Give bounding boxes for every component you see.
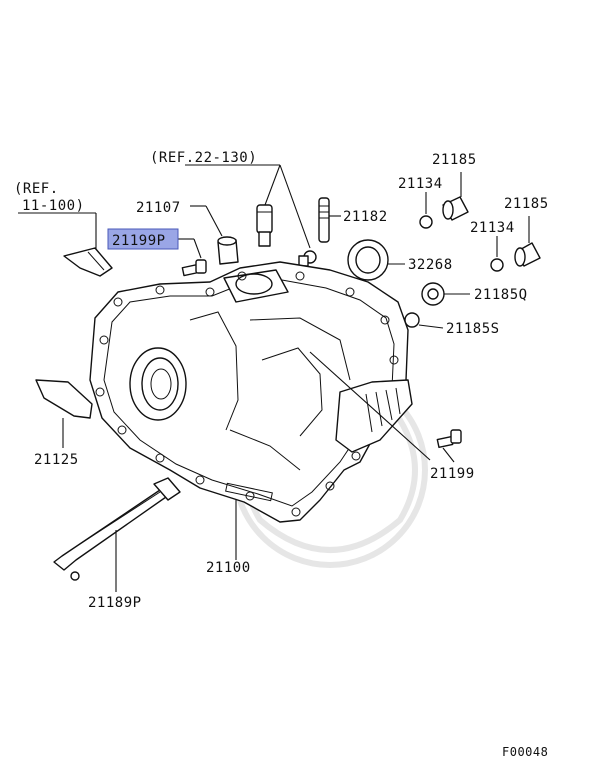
part-32268-icon	[347, 239, 405, 281]
label-21185q[interactable]: 21185Q	[474, 287, 528, 303]
transaxle-case-21100-icon	[89, 261, 431, 560]
ref-11-100-label-line1: (REF.	[14, 181, 59, 197]
label-21185-b[interactable]: 21185	[504, 196, 549, 212]
part-21134-a-icon	[419, 192, 433, 229]
part-21189p-icon	[53, 477, 181, 592]
part-21185-b-icon	[514, 216, 541, 267]
label-21125[interactable]: 21125	[34, 452, 79, 468]
ref-22-130-label: (REF.22-130)	[150, 150, 257, 166]
part-21185-a-icon	[442, 172, 469, 221]
label-21185s[interactable]: 21185S	[446, 321, 500, 337]
sealant-tube-icon	[63, 247, 113, 277]
figure-code: F00048	[502, 745, 548, 759]
label-21199p[interactable]: 21199P	[112, 233, 166, 249]
ref-11-100-label-line2: 11-100)	[22, 198, 85, 214]
part-21134-b-icon	[490, 236, 504, 272]
part-21199p-icon	[178, 238, 207, 277]
part-21107-icon	[190, 205, 239, 265]
label-21100[interactable]: 21100	[206, 560, 251, 576]
part-21185q-icon	[421, 282, 470, 306]
label-21189p[interactable]: 21189P	[88, 595, 142, 611]
plug-icon	[298, 250, 317, 267]
part-21199-icon	[436, 429, 462, 463]
label-21134-a[interactable]: 21134	[398, 176, 443, 192]
ref-22-130-leaders	[185, 164, 311, 249]
label-21182[interactable]: 21182	[343, 209, 388, 225]
label-32268[interactable]: 32268	[408, 257, 453, 273]
part-21182-icon	[318, 197, 341, 243]
breather-icon	[256, 204, 273, 247]
highlight-box	[107, 228, 179, 250]
label-21107[interactable]: 21107	[136, 200, 181, 216]
part-21185s-icon	[404, 312, 444, 329]
label-21185-a[interactable]: 21185	[432, 152, 477, 168]
label-21134-b[interactable]: 21134	[470, 220, 515, 236]
part-21125-icon	[35, 379, 93, 448]
ref-11-100-leaders	[18, 212, 97, 250]
label-21199[interactable]: 21199	[430, 466, 475, 482]
